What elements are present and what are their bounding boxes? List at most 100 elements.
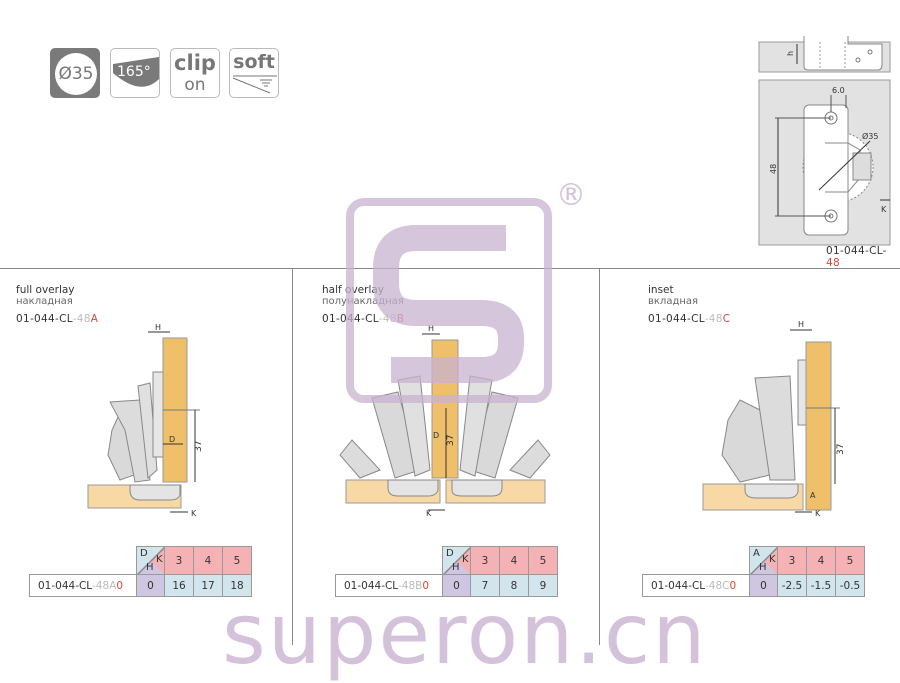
section-title: inset	[648, 284, 674, 296]
d-value: 18	[222, 574, 252, 597]
cup-diameter-icon: Ø35	[50, 48, 100, 98]
section-title: full overlay	[16, 284, 75, 296]
section-full-overlay: full overlay накладная 01-044-CL-48A	[16, 284, 98, 325]
plate-code-suffix: 48	[826, 257, 840, 269]
k-value: 3	[164, 546, 194, 575]
code-grey: -48C	[704, 579, 730, 592]
corner-top: D	[446, 548, 454, 559]
product-code: 01-044-CL-48A	[16, 313, 98, 325]
k-label: K	[426, 509, 432, 518]
registered-mark: ®	[556, 178, 586, 213]
d-value: 7	[470, 574, 500, 597]
mounting-plate	[797, 359, 807, 426]
k-dimension-label: K	[881, 205, 887, 214]
depth-label: 37	[836, 444, 846, 455]
code-grey: -48	[704, 313, 723, 325]
k-value: 5	[528, 546, 558, 575]
plate-code-base: 01-044-CL-	[826, 245, 887, 257]
hinge-cup	[129, 484, 181, 501]
soft-label: soft	[233, 51, 275, 73]
h-label: H	[155, 323, 161, 332]
a-value: -2.5	[777, 574, 807, 597]
k-label: K	[815, 509, 821, 518]
clip-on-icon: clip on	[170, 48, 220, 98]
d-value: 16	[164, 574, 194, 597]
code-variant: A	[90, 313, 99, 325]
section-subtitle: накладная	[16, 296, 73, 307]
clip-label: clip	[174, 51, 216, 75]
door	[805, 341, 832, 511]
h-dimension-label: h	[786, 51, 795, 56]
on-label: on	[184, 75, 206, 95]
mounting-plate-top-view: 6.0 Ø35 48 K	[758, 79, 891, 246]
k-value: 4	[499, 546, 529, 575]
code-grey: -48A	[91, 579, 117, 592]
code-grey: -48	[72, 313, 91, 325]
code-variant: 0	[116, 579, 124, 592]
code-variant: 0	[729, 579, 737, 592]
section-subtitle: вкладная	[648, 296, 699, 307]
corner-bottom: H	[452, 562, 460, 573]
code-base: 01-044-CL	[651, 579, 705, 592]
plate-code: 01-044-CL-48	[826, 245, 900, 269]
k-value: 3	[777, 546, 807, 575]
cup-diameter-dimension-label: Ø35	[862, 131, 878, 141]
corner-right: K	[769, 554, 776, 565]
watermark-text: superon.cn	[222, 585, 708, 683]
row-code: 01-044-CL-48C0	[642, 574, 750, 597]
section-inset: inset вкладная 01-044-CL-48C	[648, 284, 730, 325]
h-label: H	[428, 324, 434, 333]
code-grey: -48B	[397, 579, 423, 592]
d-label: D	[433, 431, 439, 440]
d-value: 9	[528, 574, 558, 597]
k-value: 4	[193, 546, 223, 575]
d-value: 17	[193, 574, 223, 597]
mounting-plate	[152, 371, 164, 458]
inset-diagram: 37 H A K	[702, 320, 846, 518]
h-value: 0	[136, 574, 165, 597]
k-value: 3	[470, 546, 500, 575]
depth-label: 37	[446, 435, 456, 446]
mounting-plate-side-view: h	[758, 36, 891, 73]
code-base: 01-044-CL	[344, 579, 398, 592]
watermark-logo	[346, 198, 552, 403]
code-variant: C	[722, 313, 731, 325]
full-overlay-diagram: 37 H D K	[87, 323, 204, 518]
code-base: 01-044-CL	[38, 579, 92, 592]
section-subtitle: полунакладная	[322, 296, 404, 307]
opening-angle-label: 165°	[117, 64, 151, 80]
corner-right: K	[156, 554, 163, 565]
code-variant: 0	[422, 579, 430, 592]
corner-top: A	[753, 548, 760, 559]
h-value: 0	[749, 574, 778, 597]
corner-right: K	[462, 554, 469, 565]
opening-angle-icon: 165°	[110, 48, 160, 98]
a-value: -1.5	[806, 574, 836, 597]
corner-bottom: H	[759, 562, 767, 573]
code-base: 01-044-CL	[16, 313, 73, 325]
row-code: 01-044-CL-48B0	[335, 574, 443, 597]
a-value: -0.5	[835, 574, 865, 597]
k-value: 5	[222, 546, 252, 575]
width-dimension-label: 6.0	[832, 86, 845, 95]
height-dimension-label: 48	[769, 164, 778, 174]
k-label: K	[191, 509, 197, 518]
d-label: D	[169, 435, 175, 444]
code-base: 01-044-CL	[648, 313, 705, 325]
h-label: H	[798, 320, 804, 329]
corner-bottom: H	[146, 562, 154, 573]
cup-diameter-label: Ø35	[55, 53, 97, 95]
corner-top: D	[140, 548, 148, 559]
d-value: 8	[499, 574, 529, 597]
a-label: A	[810, 491, 816, 500]
soft-close-icon: soft	[229, 48, 279, 98]
k-value: 4	[806, 546, 836, 575]
h-value: 0	[442, 574, 471, 597]
row-code: 01-044-CL-48A0	[29, 574, 137, 597]
product-code: 01-044-CL-48C	[648, 313, 730, 325]
